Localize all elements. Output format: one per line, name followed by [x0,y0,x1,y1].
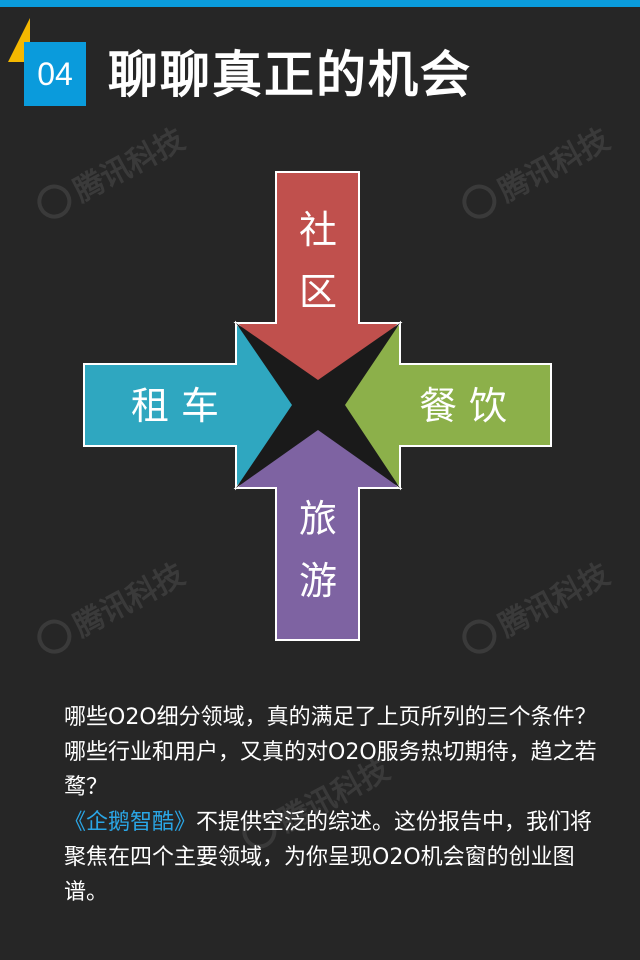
label-travel-2: 游 [298,559,337,603]
body-text: 哪些O2O细分领域，真的满足了上页所列的三个条件？哪些行业和用户，又真的对O2O… [64,700,604,910]
label-travel-1: 旅 [298,497,337,541]
label-community-1: 社 [298,208,337,252]
section-number-badge: 04 [24,42,86,106]
page-title: 聊聊真正的机会 [108,46,472,104]
four-arrows-diagram [83,171,552,641]
label-car-rental: 租 车 [130,384,220,428]
brand-link[interactable]: 《企鹅智酷》 [64,810,197,835]
top-accent-bar [0,0,640,7]
label-community-2: 区 [298,270,337,314]
label-catering: 餐 饮 [418,384,508,428]
center-star [236,323,400,488]
paragraph-1: 哪些O2O细分领域，真的满足了上页所列的三个条件？哪些行业和用户，又真的对O2O… [64,705,597,800]
paragraph-2: 《企鹅智酷》不提供空泛的综述。这份报告中，我们将聚焦在四个主要领域，为你呈现O2… [64,805,604,910]
paragraph-2-text: 不提供空泛的综述。这份报告中，我们将聚焦在四个主要领域，为你呈现O2O机会窗的创… [64,810,593,905]
section-number: 04 [37,55,73,92]
